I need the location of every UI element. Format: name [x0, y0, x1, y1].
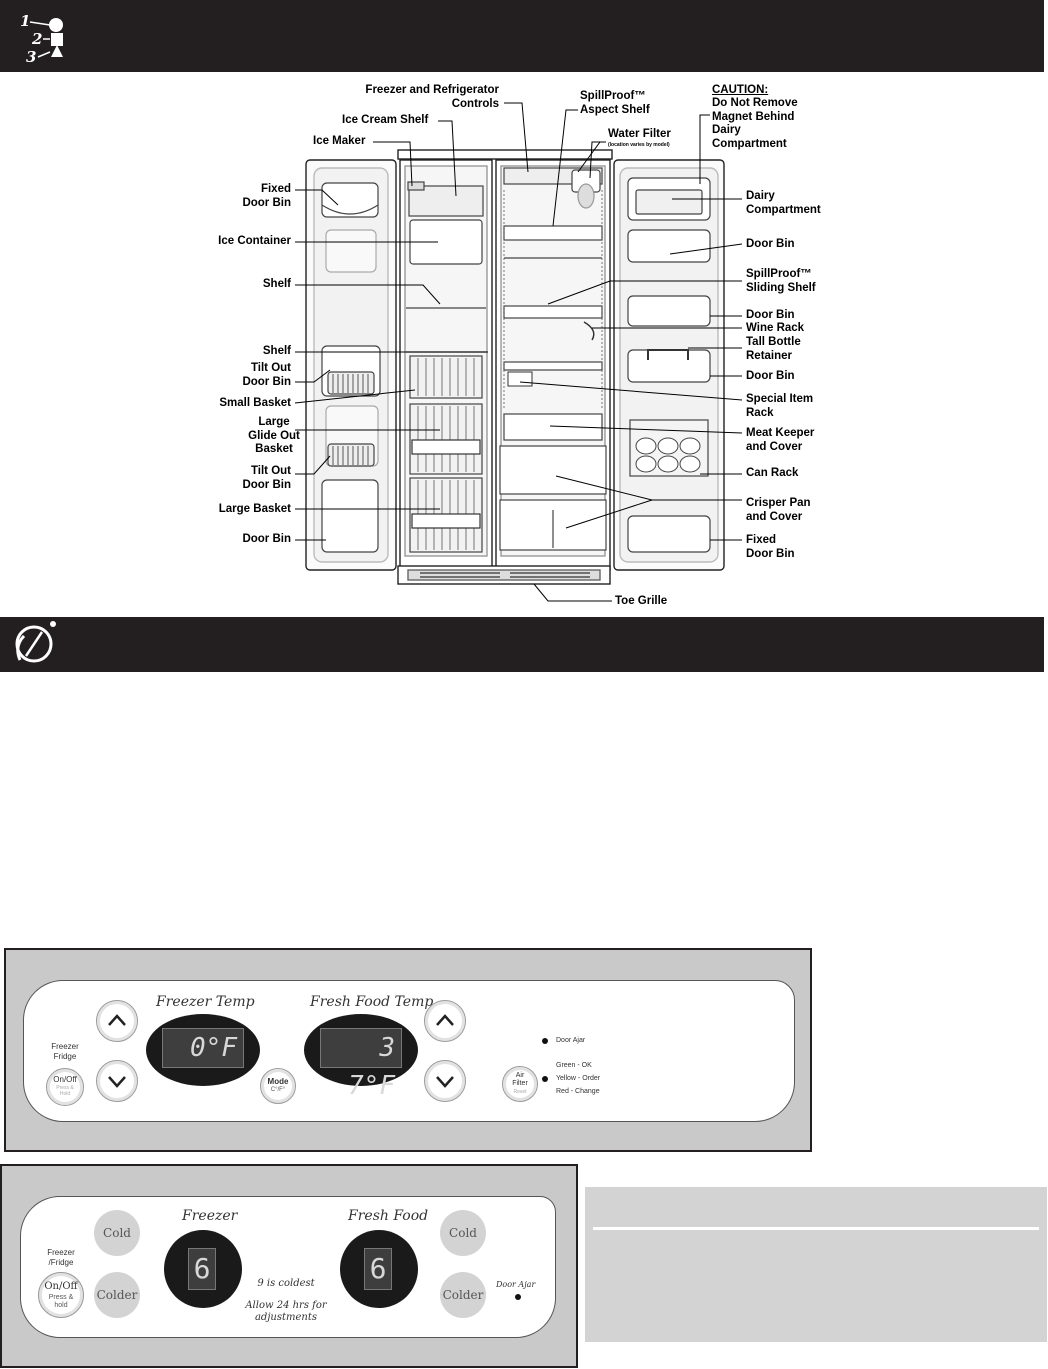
label-wine-rack: Wine Rack	[746, 322, 804, 336]
note-box-divider	[593, 1227, 1039, 1230]
label-shelf-2: Shelf	[230, 345, 291, 359]
label-fixed-door-bin-left: Fixed Door Bin	[230, 183, 291, 210]
freezer-cold-button[interactable]: Cold	[94, 1210, 140, 1256]
label-ice-maker: Ice Maker	[313, 135, 365, 149]
label-spillproof-sliding-shelf: SpillProof™ Sliding Shelf	[746, 268, 816, 295]
filter-status-red: Red - Change	[556, 1088, 600, 1095]
label-tilt-out-door-bin-1: Tilt Out Door Bin	[220, 362, 291, 389]
label-meat-keeper: Meat Keeper and Cover	[746, 427, 814, 454]
mode-button[interactable]: Mode C°/F°	[260, 1068, 296, 1104]
freezer-temp-label: Freezer Temp	[156, 994, 255, 1010]
freezer-down-button[interactable]	[96, 1060, 138, 1102]
onoff-sub: Press & Hold	[47, 1085, 83, 1097]
chevron-up-icon	[425, 1001, 465, 1041]
mode-sub: C°/F°	[261, 1087, 295, 1093]
header-bar-controls	[0, 617, 1044, 672]
fresh-food-temp-label: Fresh Food Temp	[310, 994, 433, 1010]
freezer-setting-display: 6	[188, 1248, 216, 1290]
label-crisper-pan: Crisper Pan and Cover	[746, 497, 811, 524]
label-dairy-compartment: Dairy Compartment	[746, 190, 821, 217]
fresh-food-label: Fresh Food	[348, 1208, 428, 1224]
label-can-rack: Can Rack	[746, 467, 798, 481]
label-toe-grille: Toe Grille	[615, 595, 667, 609]
label-spillproof-aspect-shelf: SpillProof™ Aspect Shelf	[580, 90, 650, 117]
fresh-food-setting-bezel: 6	[340, 1230, 418, 1308]
door-ajar-label: Door Ajar	[556, 1037, 585, 1044]
onoff-button[interactable]: On/Off Press & Hold	[46, 1068, 84, 1106]
fresh-food-down-button[interactable]	[424, 1060, 466, 1102]
control-panel-digital: Freezer Fridge On/Off Press & Hold Freez…	[4, 948, 812, 1152]
svg-text:1: 1	[20, 12, 30, 30]
fresh-food-temp-display: 3 7°F	[320, 1028, 402, 1068]
label-tilt-out-door-bin-2: Tilt Out Door Bin	[220, 465, 291, 492]
freezer-label: Freezer	[182, 1208, 237, 1224]
door-ajar-indicator-dot	[542, 1038, 548, 1044]
freezer-fridge-label-2: Freezer /Fridge	[34, 1248, 88, 1268]
filter-status-green: Green - OK	[556, 1062, 592, 1069]
control-panel-numeric: Freezer /Fridge On/Off Press & hold Cold…	[0, 1164, 578, 1368]
label-door-bin-3: Door Bin	[746, 370, 795, 384]
thermostat-dial-icon	[8, 620, 60, 670]
door-ajar-indicator-dot-2	[515, 1294, 521, 1300]
chevron-down-icon	[97, 1061, 137, 1101]
door-ajar-label-2: Door Ajar	[496, 1280, 535, 1289]
freezer-colder-button[interactable]: Colder	[94, 1272, 140, 1318]
steps-123-icon: 1 2 3	[18, 12, 78, 66]
chevron-up-icon	[97, 1001, 137, 1041]
label-ice-cream-shelf: Ice Cream Shelf	[342, 114, 428, 128]
label-water-filter-note: (location varies by model)	[608, 142, 670, 148]
freezer-temp-display: 0°F	[162, 1028, 244, 1068]
coldest-note: 9 is coldest	[228, 1278, 344, 1289]
label-caution-text: Do Not Remove Magnet Behind Dairy Compar…	[712, 97, 798, 151]
label-caution: CAUTION:	[712, 84, 768, 98]
label-small-basket: Small Basket	[190, 397, 291, 411]
freezer-display-bezel: 0°F	[146, 1014, 260, 1086]
mode-label: Mode	[261, 1077, 295, 1086]
refrigerator-diagram	[0, 72, 1048, 617]
label-freezer-refrigerator-controls: Freezer and Refrigerator Controls	[355, 84, 499, 111]
fresh-food-up-button[interactable]	[424, 1000, 466, 1042]
freezer-up-button[interactable]	[96, 1000, 138, 1042]
label-large-glide-out-basket: Large Glide Out Basket	[233, 416, 315, 457]
note-box	[585, 1187, 1047, 1342]
chevron-down-icon	[425, 1061, 465, 1101]
filter-status-indicator-dot	[542, 1076, 548, 1082]
label-shelf-1: Shelf	[230, 278, 291, 292]
onoff-label-2: On/Off	[39, 1281, 83, 1292]
onoff-sub-2: Press & hold	[39, 1294, 83, 1310]
fresh-food-display-bezel: 3 7°F	[304, 1014, 418, 1086]
freezer-fridge-label: Freezer Fridge	[38, 1042, 92, 1062]
air-filter-reset-button[interactable]: Air Filter Reset	[502, 1066, 538, 1102]
svg-text:3: 3	[26, 48, 36, 66]
label-water-filter: Water Filter	[608, 128, 671, 142]
fresh-food-colder-button[interactable]: Colder	[440, 1272, 486, 1318]
label-large-basket: Large Basket	[190, 503, 291, 517]
svg-text:2: 2	[31, 30, 42, 48]
freezer-setting-bezel: 6	[164, 1230, 242, 1308]
onoff-button-2[interactable]: On/Off Press & hold	[38, 1272, 84, 1318]
label-door-bin-1: Door Bin	[746, 238, 795, 252]
label-ice-container: Ice Container	[190, 235, 291, 249]
onoff-label: On/Off	[47, 1075, 83, 1084]
label-door-bin-2: Door Bin	[746, 309, 795, 323]
filter-status-yellow: Yellow - Order	[556, 1075, 600, 1082]
fresh-food-cold-button[interactable]: Cold	[440, 1210, 486, 1256]
label-door-bin-left: Door Bin	[200, 533, 291, 547]
fresh-food-setting-display: 6	[364, 1248, 392, 1290]
label-fixed-door-bin-right: Fixed Door Bin	[746, 534, 795, 561]
air-filter-label: Air Filter	[503, 1072, 537, 1088]
label-special-item-rack: Special Item Rack	[746, 393, 813, 420]
adjust-note: Allow 24 hrs for adjustments	[228, 1300, 344, 1324]
header-bar-features: 1 2 3	[0, 0, 1044, 72]
air-filter-sub: Reset	[503, 1089, 537, 1095]
label-tall-bottle-retainer: Tall Bottle Retainer	[746, 336, 801, 363]
